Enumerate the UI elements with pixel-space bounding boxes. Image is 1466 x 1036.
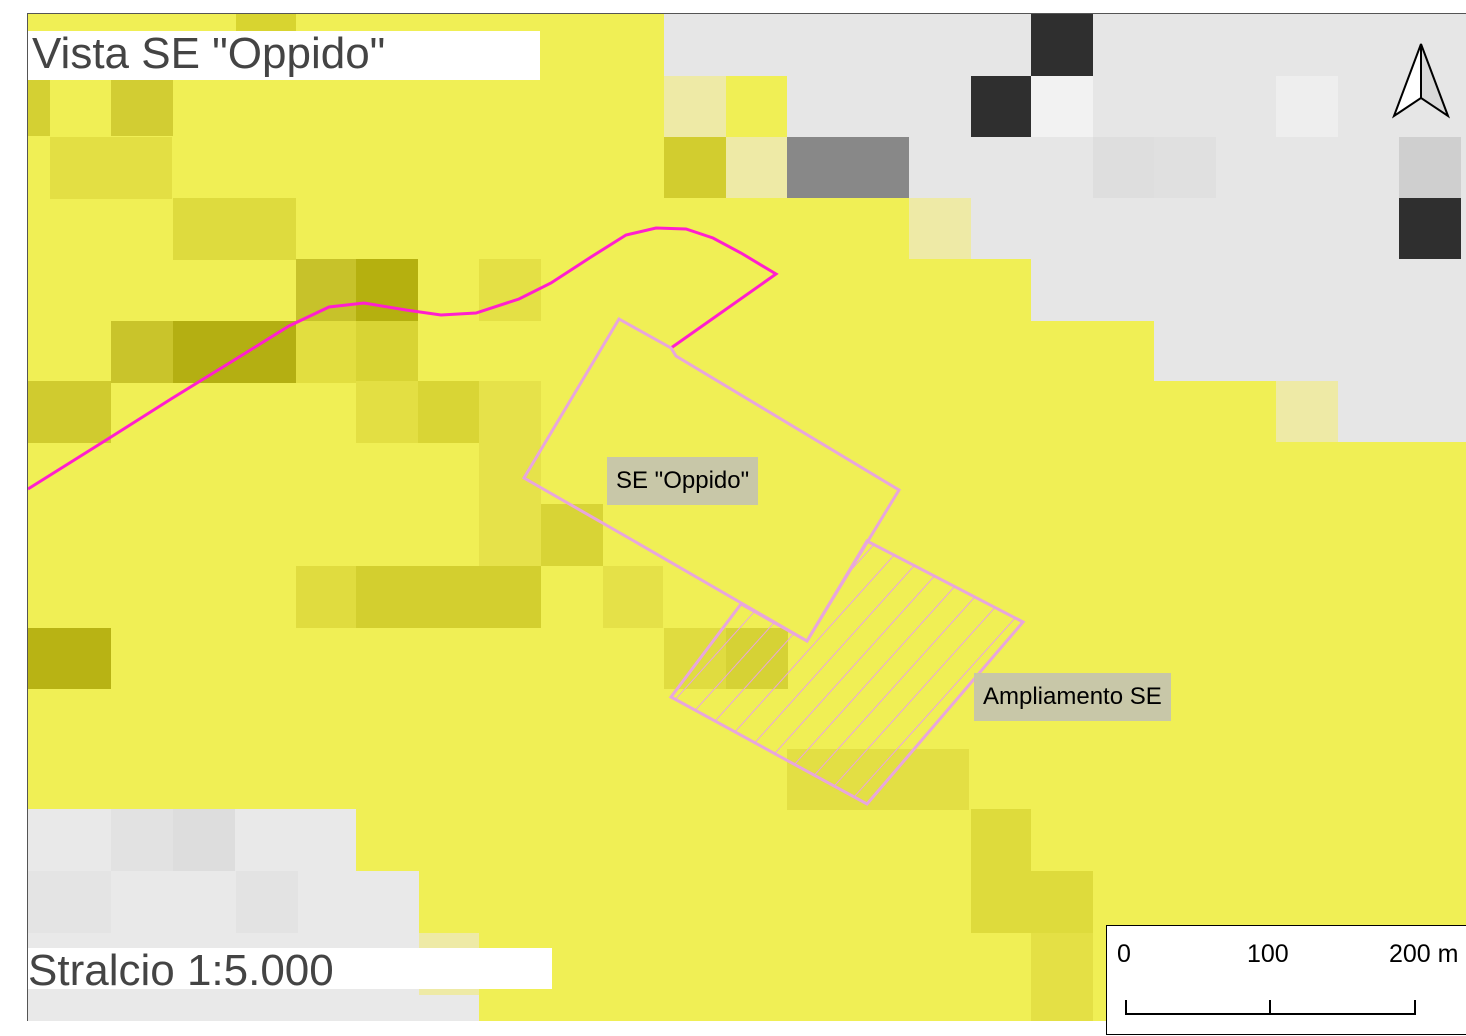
raster-cell [479, 442, 541, 504]
expansion-parcel [668, 539, 1026, 806]
scale-tick-200: 200 m [1389, 940, 1459, 968]
raster-cell [28, 381, 111, 443]
raster-cell [479, 259, 541, 321]
raster-cell [541, 504, 603, 566]
raster-cell [971, 809, 1031, 871]
raster-cell [479, 381, 541, 443]
raster-cell [296, 566, 356, 628]
raster-cell [971, 871, 1093, 933]
raster-cell [356, 566, 541, 628]
raster-cell [356, 381, 418, 443]
substation-label: SE "Oppido" [607, 457, 759, 505]
map-canvas[interactable]: Vista SE "Oppido" Stralcio 1:5.000 [27, 13, 1466, 1021]
raster-cell [50, 137, 172, 199]
raster-cell [1276, 76, 1338, 137]
raster-cell [28, 871, 111, 933]
raster-cell [296, 321, 356, 383]
raster-cell [173, 809, 235, 871]
raster-cell [787, 137, 909, 198]
raster-cell [111, 76, 173, 136]
raster-cell [1154, 137, 1216, 198]
raster-cell [664, 137, 726, 198]
raster-cell [1031, 933, 1093, 1021]
scale-tick-0: 0 [1117, 940, 1131, 968]
raster-cell [28, 76, 50, 136]
raster-cell [111, 809, 173, 871]
raster-cell [1093, 137, 1155, 198]
raster-cell [236, 871, 298, 933]
route-line [28, 226, 779, 491]
raster-cell [664, 76, 726, 137]
raster-cell [726, 137, 788, 198]
raster-cell [356, 321, 418, 383]
scale-bar: 0 100 200 m [1106, 925, 1466, 1035]
raster-cell [909, 198, 971, 259]
expansion-label: Ampliamento SE [974, 673, 1171, 721]
raster-cell [236, 14, 296, 34]
north-arrow-icon [1391, 43, 1451, 119]
raster-cell [173, 321, 296, 383]
map-title: Vista SE "Oppido" [28, 31, 540, 80]
raster-cell [1276, 381, 1338, 442]
scale-tick-100: 100 [1247, 940, 1289, 968]
raster-cell [111, 321, 173, 383]
raster-cell [603, 566, 663, 628]
raster-cell [1399, 198, 1461, 259]
raster-cell [28, 628, 111, 689]
raster-gray-zone [664, 14, 1466, 442]
raster-cell [1399, 137, 1461, 198]
raster-cell [296, 259, 356, 321]
scale-caption: Stralcio 1:5.000 [28, 948, 552, 994]
raster-cell [971, 76, 1033, 137]
raster-cell [173, 198, 296, 260]
raster-cell [1031, 76, 1093, 137]
raster-cell [479, 504, 541, 566]
raster-cell [1031, 14, 1093, 76]
raster-cell [418, 381, 480, 443]
